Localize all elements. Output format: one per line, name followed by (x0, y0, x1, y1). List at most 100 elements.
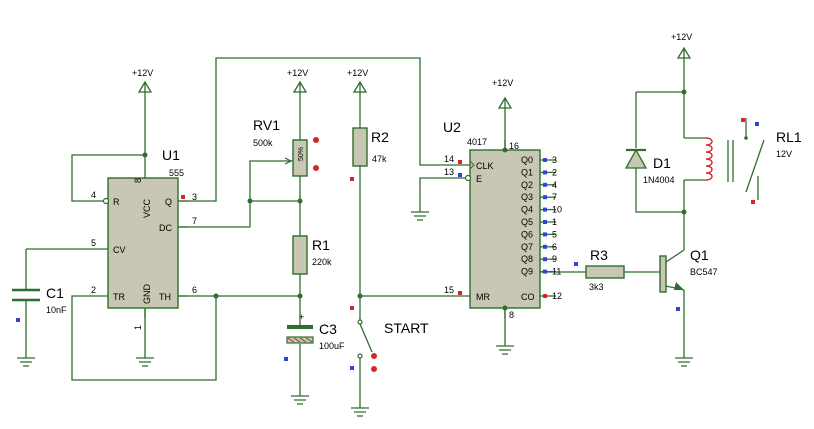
u2-part: 4017 (467, 137, 487, 147)
rv1-adjust-dot-down[interactable] (313, 165, 319, 171)
u1-pin-number-1: 1 (133, 325, 143, 330)
start-button-dot-1[interactable] (371, 353, 377, 359)
ground-symbol-q1 (675, 357, 693, 367)
start-state-marker-top (350, 306, 354, 310)
rl1-core (727, 140, 734, 182)
q1-value: BC547 (690, 267, 718, 277)
u2-pin-q0: Q0 (521, 155, 533, 165)
rv1-potentiometer[interactable]: 50% RV1 500k (253, 117, 319, 177)
u1-pin-number-3: 3 (192, 192, 197, 202)
c1-ref: C1 (46, 285, 64, 301)
u2-pin-number-q9: 11 (552, 267, 561, 277)
power-symbols: +12V +12V +12V +12V +12V (17, 32, 693, 417)
d1-ref: D1 (653, 155, 671, 171)
u1-pin-number-5: 5 (91, 238, 96, 248)
r1-resistor: R1 220k (292, 235, 332, 275)
u1-part: 555 (169, 168, 184, 178)
u1-pin-dc: DC (159, 223, 172, 233)
c3-state-marker (284, 357, 288, 361)
rl1-contact-marker-3 (751, 200, 755, 204)
vcc-label-u2: +12V (492, 78, 513, 88)
u2-pin-number-8: 8 (509, 310, 514, 320)
u2-pin-q8: Q8 (521, 254, 533, 264)
q1-emitter-state-marker (676, 307, 680, 311)
u2-pin-clk: CLK (476, 161, 494, 171)
q1-npn-transistor: Q1 BC547 (574, 247, 718, 311)
start-pushbutton[interactable]: START (350, 306, 429, 372)
r1-value: 220k (312, 257, 332, 267)
c1-value: 10nF (46, 305, 67, 315)
u2-gnd-junction (502, 305, 508, 311)
vcc-arrow-r2 (352, 80, 368, 93)
vcc-arrow-u2 (497, 96, 513, 109)
rv1-ref: RV1 (253, 117, 280, 133)
u1-pin-gnd: GND (142, 284, 152, 305)
wires (25, 57, 685, 408)
u2-q9-state-marker (543, 269, 547, 274)
ground-symbol-u2 (496, 345, 514, 355)
rv1-adjust-dot-up[interactable] (313, 137, 319, 143)
rl1-value: 12V (776, 149, 792, 159)
r2-resistor: R2 47k (350, 127, 389, 181)
r3-body (585, 265, 625, 279)
u2-q2-state-marker (543, 182, 547, 187)
u2-q6-state-marker (543, 232, 547, 237)
u2-pin-e: E (476, 174, 482, 184)
u2-q0-state-marker (543, 158, 547, 162)
u2-pin-number-q4: 10 (552, 205, 562, 215)
d1-diode: D1 1N4004 (624, 148, 675, 185)
u2-pin-number-q5: 1 (552, 217, 557, 227)
c3-electrolytic-capacitor: + C3 100uF (284, 312, 345, 361)
rl1-contact-marker-1 (741, 118, 745, 122)
junction-dots (142, 89, 687, 299)
vcc-arrow-rv1 (292, 80, 308, 93)
c1-capacitor: C1 10nF (12, 285, 67, 322)
u2-pin-number-q2: 4 (552, 180, 557, 190)
u1-pin-number-8: 8 (133, 178, 143, 183)
r1-body (292, 235, 308, 275)
c3-value: 100uF (319, 341, 345, 351)
u2-q4-state-marker (543, 207, 547, 212)
rl1-relay[interactable]: RL1 12V (684, 118, 802, 204)
vcc-arrow-relay (676, 46, 692, 59)
ground-symbol-u1 (136, 357, 154, 367)
u1-pin-number-4: 4 (91, 190, 96, 200)
u2-pin-q9: Q9 (521, 267, 533, 277)
vcc-label-r2: +12V (347, 68, 368, 78)
u1-body (107, 177, 179, 309)
u2-vcc-junction (502, 147, 508, 153)
u2-pin-number-14: 14 (444, 154, 454, 164)
start-button-dot-2[interactable] (371, 366, 377, 372)
u1-pin-cv: CV (113, 245, 126, 255)
ground-symbol-c1 (17, 357, 35, 367)
u1-pin-th: TH (159, 292, 171, 302)
u2-pin-q4: Q4 (521, 205, 533, 215)
c3-polarity: + (299, 312, 304, 322)
u2-q1-state-marker (543, 170, 547, 175)
u2-pin-number-12: 12 (552, 291, 562, 301)
u2-pin13-state-marker (458, 173, 462, 177)
u2-pin-number-q8: 9 (552, 254, 557, 264)
u2-pin-q6: Q6 (521, 229, 533, 239)
r2-state-marker (350, 177, 354, 181)
d1-value: 1N4004 (643, 175, 675, 185)
u1-timer-555[interactable]: U1 555 R CV TR Q DC TH VCC GND 4 8 3 7 5… (88, 147, 197, 330)
rv1-value: 500k (253, 138, 273, 148)
u2-pin-q2: Q2 (521, 180, 533, 190)
vcc-label-u1: +12V (132, 68, 153, 78)
r2-value: 47k (372, 154, 387, 164)
r2-ref: R2 (371, 129, 389, 145)
u2-pin-number-q3: 7 (552, 192, 557, 202)
u2-pin-number-q1: 2 (552, 167, 557, 177)
u1-reset-inversion-bubble (102, 197, 110, 205)
q1-base-state-marker (574, 262, 578, 266)
u2-pin-mr: MR (476, 292, 490, 302)
u2-pin-number-q6: 5 (552, 229, 557, 239)
u2-ref: U2 (443, 119, 461, 135)
vcc-label-rv1: +12V (287, 68, 308, 78)
c3-ref: C3 (319, 321, 337, 337)
q1-ref: Q1 (690, 247, 709, 263)
